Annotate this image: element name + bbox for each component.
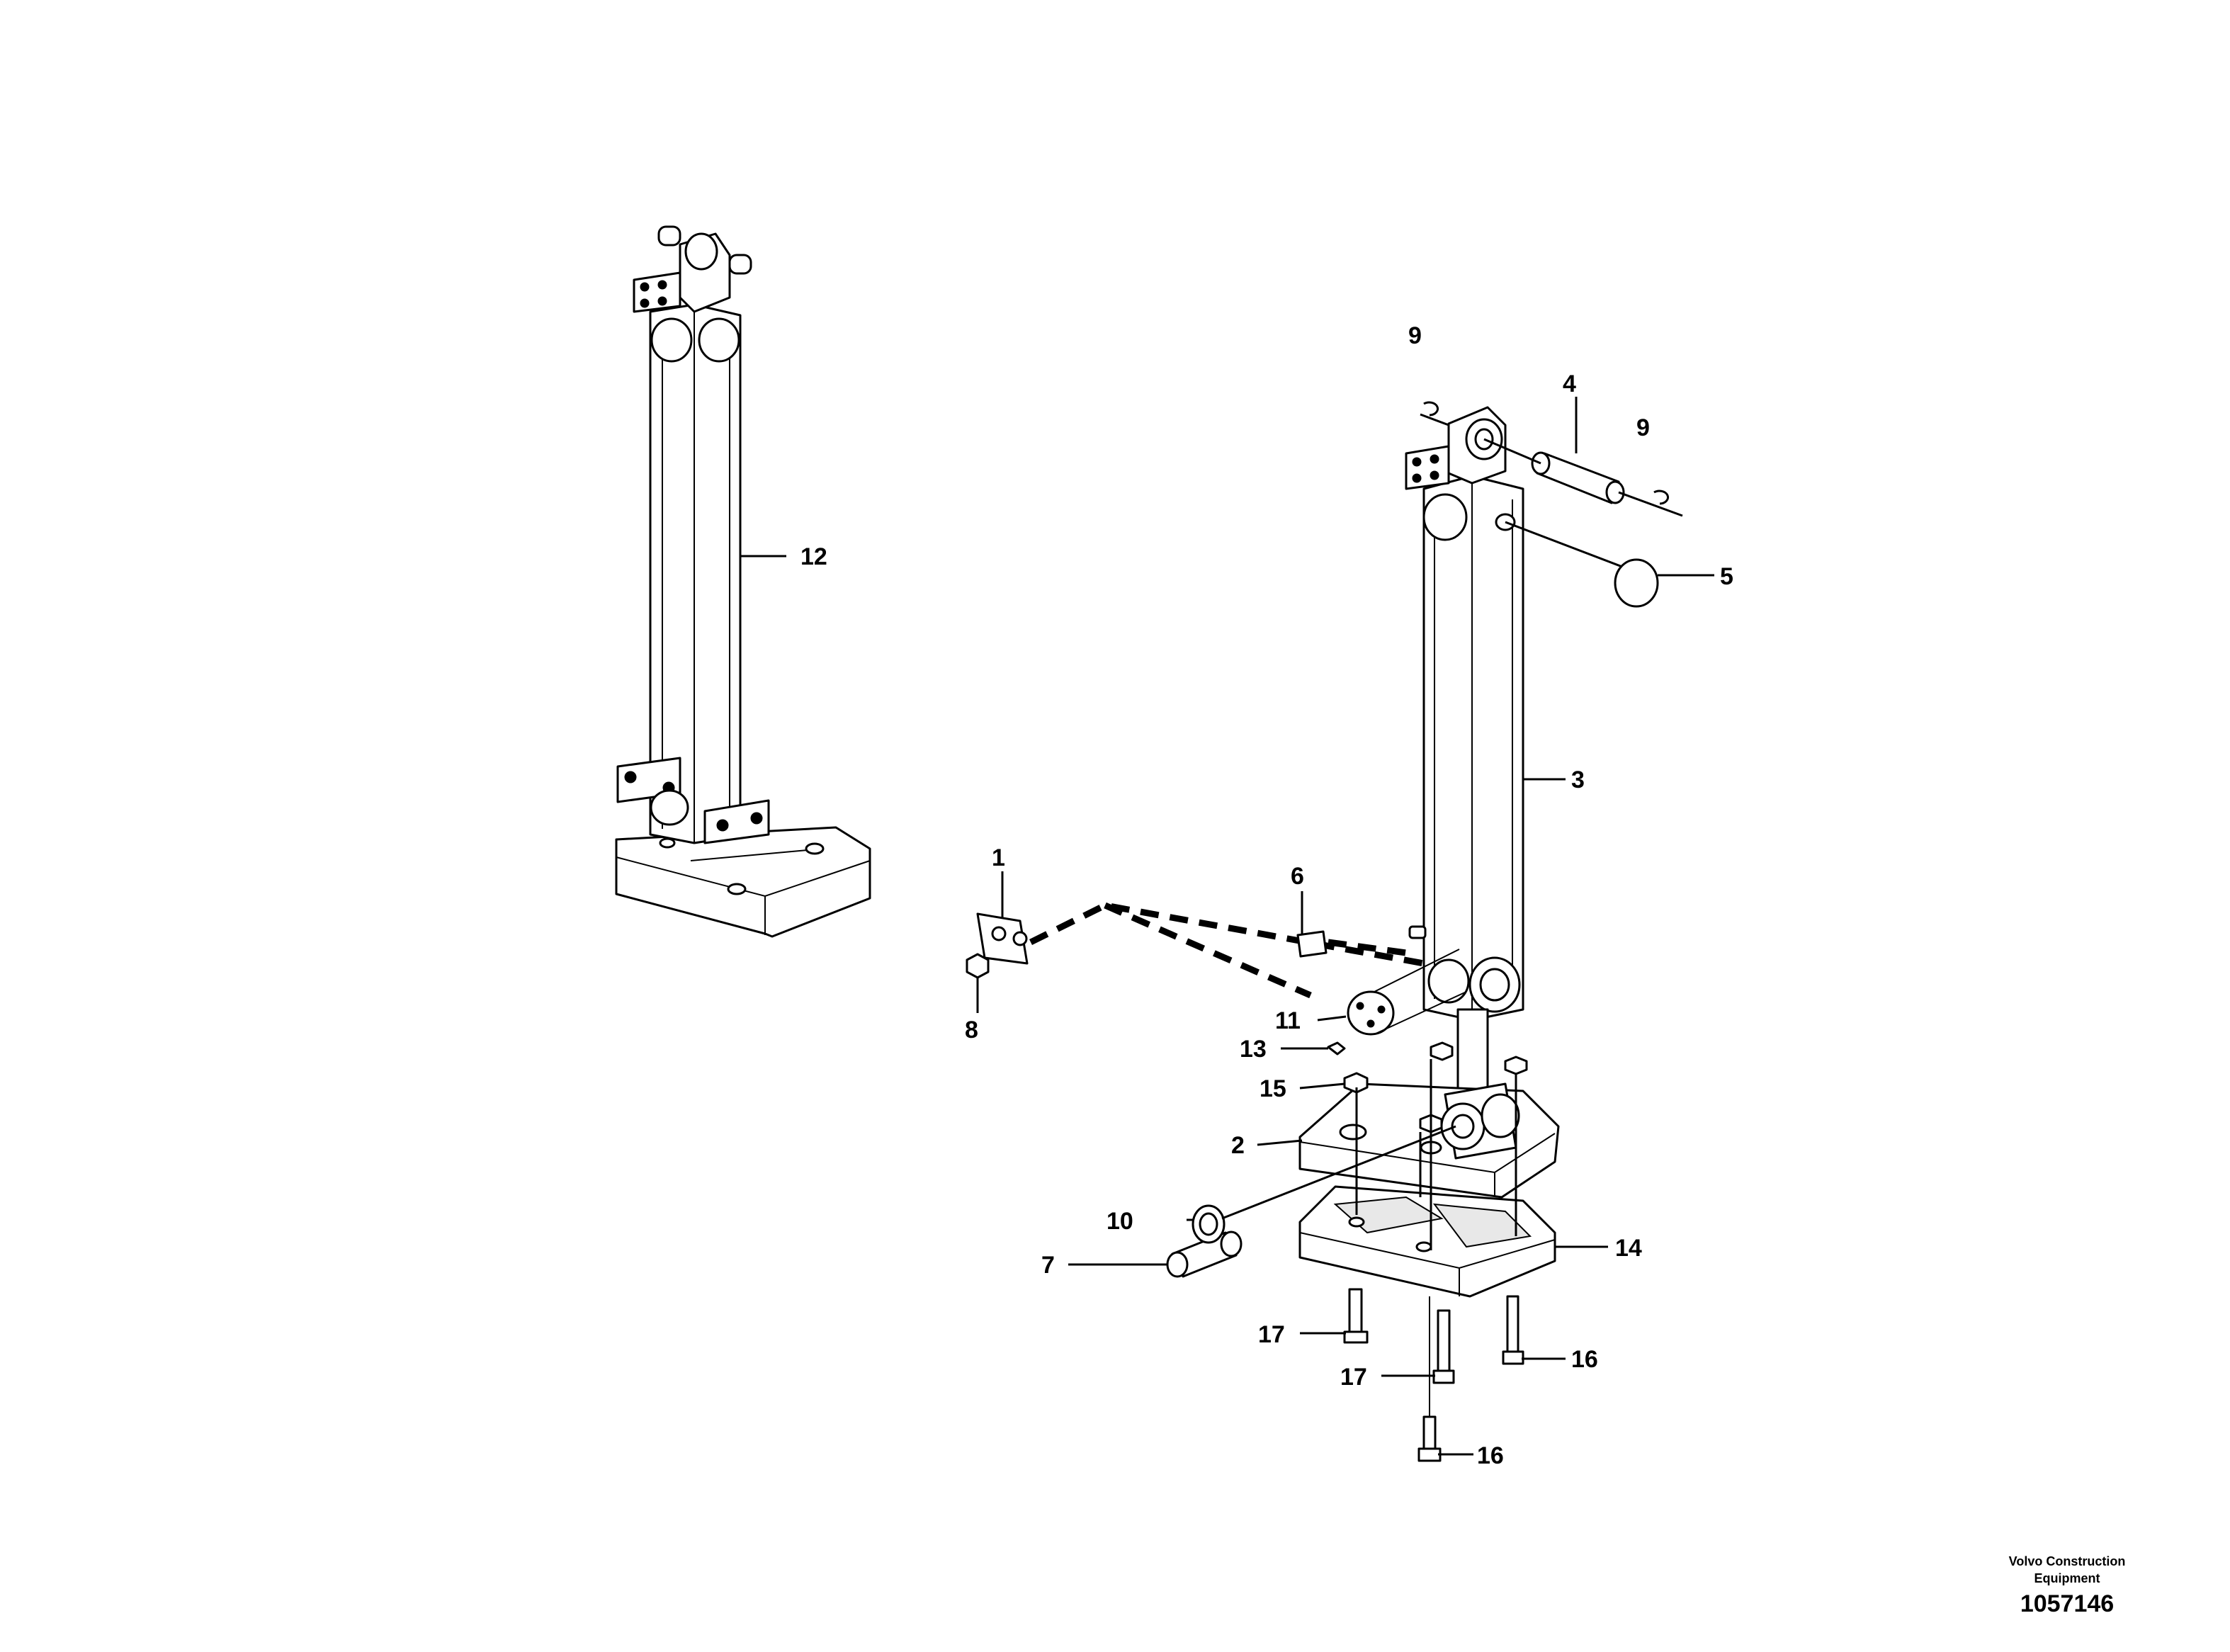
callout-7: 7 [1041, 1252, 1055, 1279]
callout-9-top: 9 [1408, 322, 1422, 349]
callout-3: 3 [1571, 766, 1585, 793]
base-plate-2 [1298, 1041, 1560, 1199]
callout-16-right: 16 [1571, 1346, 1598, 1373]
callout-12: 12 [800, 543, 827, 570]
illustration-number: 1057146 [2020, 1590, 2115, 1617]
assembled-column-12 [615, 225, 871, 938]
cover-5 [1505, 521, 1659, 608]
callout-4: 4 [1563, 370, 1576, 397]
bolts-16-17 [1343, 1059, 1524, 1462]
bracket-1-and-hardware [966, 902, 1467, 1056]
pin-4 [1483, 438, 1625, 504]
snap-rings-9 [1420, 401, 1683, 517]
callouts: 1 2 3 4 5 6 7 8 9 9 10 11 12 13 14 15 16… [800, 322, 1733, 1469]
callout-1: 1 [992, 844, 1005, 871]
manufacturer-line-2: Equipment [2034, 1571, 2100, 1585]
callout-8: 8 [965, 1017, 978, 1043]
manufacturer-label: Volvo Construction Equipment [1982, 1553, 2152, 1587]
callout-6: 6 [1291, 863, 1304, 890]
leader-lines [740, 397, 1714, 1456]
callout-13: 13 [1240, 1036, 1267, 1063]
callout-14: 14 [1615, 1235, 1642, 1262]
column-3 [1405, 406, 1524, 1128]
callout-5: 5 [1720, 563, 1733, 590]
callout-10: 10 [1106, 1208, 1133, 1235]
callout-11: 11 [1275, 1007, 1301, 1034]
callout-17-mid: 17 [1340, 1364, 1367, 1391]
manufacturer-line-1: Volvo Construction [2008, 1554, 2126, 1568]
callout-17-left: 17 [1258, 1321, 1285, 1348]
callout-9-right: 9 [1636, 414, 1650, 441]
callout-15: 15 [1260, 1075, 1286, 1102]
callout-16-bottom: 16 [1477, 1442, 1504, 1469]
callout-2: 2 [1231, 1132, 1245, 1159]
pin-7-washer-10 [1166, 1125, 1456, 1278]
